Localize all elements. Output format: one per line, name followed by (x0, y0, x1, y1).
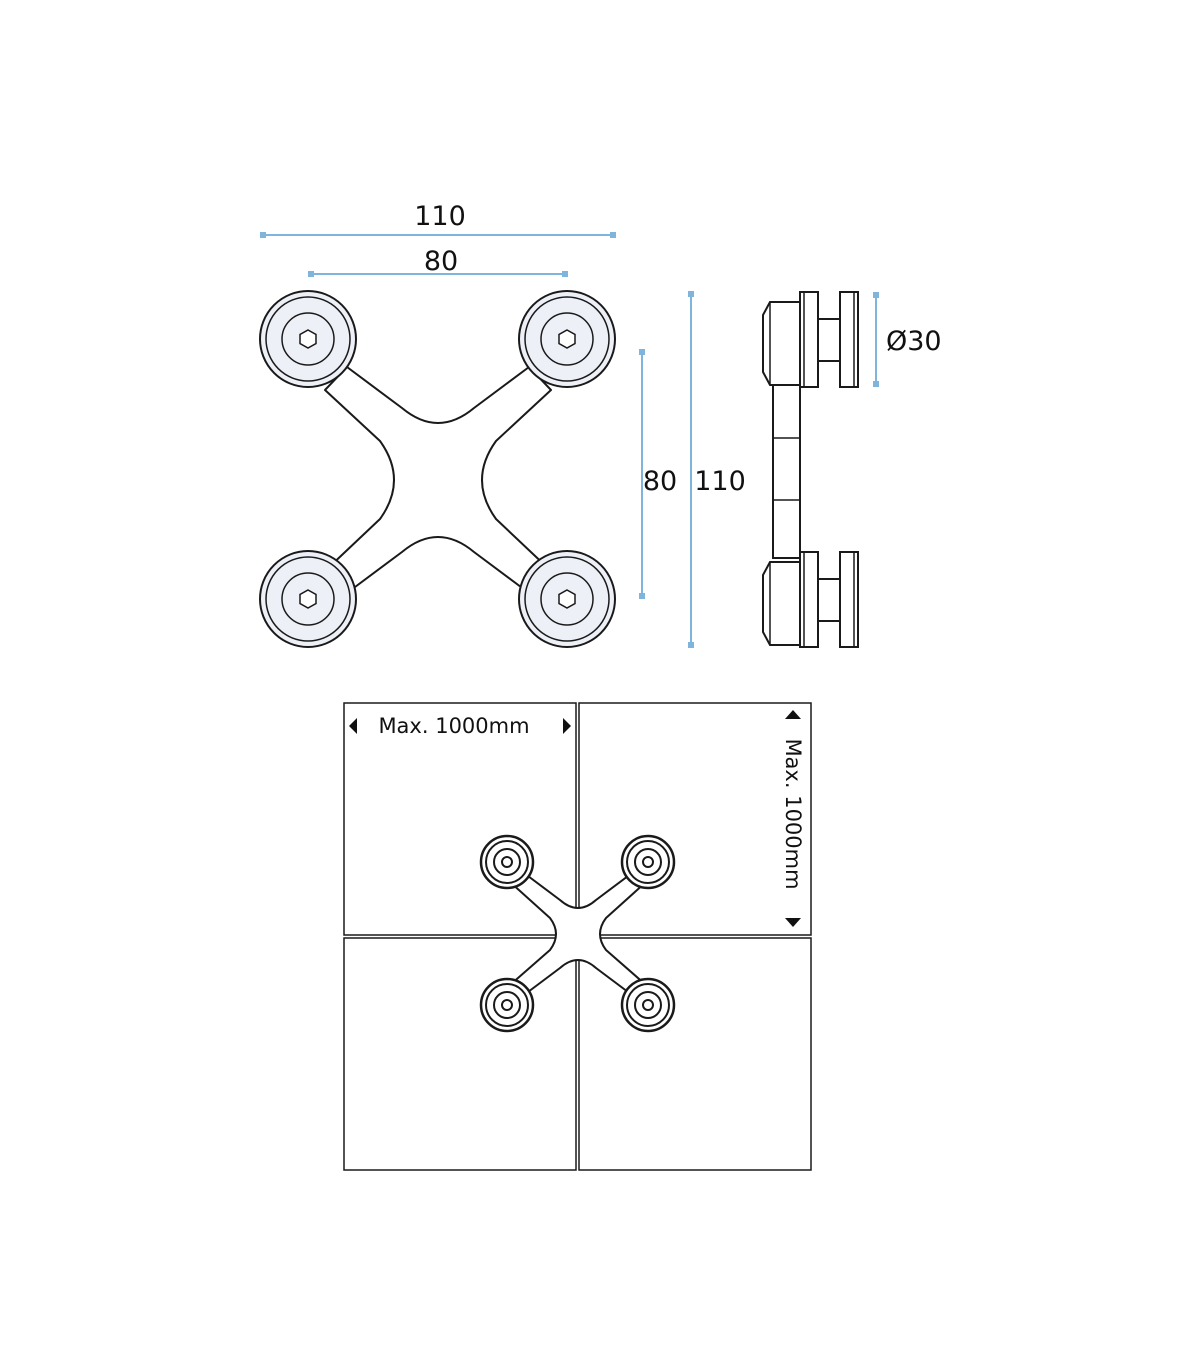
fixing-disc-bottom-left (259, 550, 357, 648)
max-height-indicator: Max. 1000mm (781, 710, 805, 927)
fixing-disc-top-right (518, 290, 616, 388)
arrow-right-icon (563, 718, 571, 734)
front-dimensions: 110 80 80 110 (260, 201, 746, 648)
hex-socket-icon (299, 329, 317, 349)
fixing-disc-top-left (259, 290, 357, 388)
front-view (259, 290, 616, 648)
side-fitting-top (762, 291, 859, 388)
hex-socket-icon (558, 329, 576, 349)
hex-socket-icon (558, 589, 576, 609)
panel-layout: Max. 1000mm Max. 1000mm (343, 702, 812, 1171)
dimension-outer-height: 110 (688, 291, 746, 648)
panel-disc-bottom-left (479, 977, 535, 1033)
dimension-diameter: Ø30 (873, 292, 942, 387)
panel-disc-top-right (620, 834, 676, 890)
arrow-up-icon (785, 710, 801, 719)
fixing-disc-bottom-right (518, 550, 616, 648)
side-view (762, 291, 859, 648)
hex-socket-icon (299, 589, 317, 609)
panel-disc-top-left (479, 834, 535, 890)
dimension-label-diameter: Ø30 (886, 326, 942, 357)
dimension-inner-height: 80 (639, 349, 677, 599)
dimension-label-outer-height: 110 (694, 466, 746, 497)
arrow-left-icon (349, 718, 357, 734)
spider-on-panels (479, 834, 676, 1033)
dimension-label-outer-width: 110 (414, 201, 466, 232)
dimension-outer-width: 110 (260, 201, 616, 238)
panel-disc-bottom-right (620, 977, 676, 1033)
max-width-label: Max. 1000mm (378, 714, 529, 738)
side-fitting-bottom (762, 551, 859, 648)
dimension-label-inner-height: 80 (643, 466, 677, 497)
dimension-inner-width: 80 (308, 246, 568, 277)
dimension-label-inner-width: 80 (424, 246, 458, 277)
max-height-label: Max. 1000mm (781, 738, 805, 889)
spider-body (324, 366, 552, 594)
max-width-indicator: Max. 1000mm (349, 714, 571, 738)
arrow-down-icon (785, 918, 801, 927)
